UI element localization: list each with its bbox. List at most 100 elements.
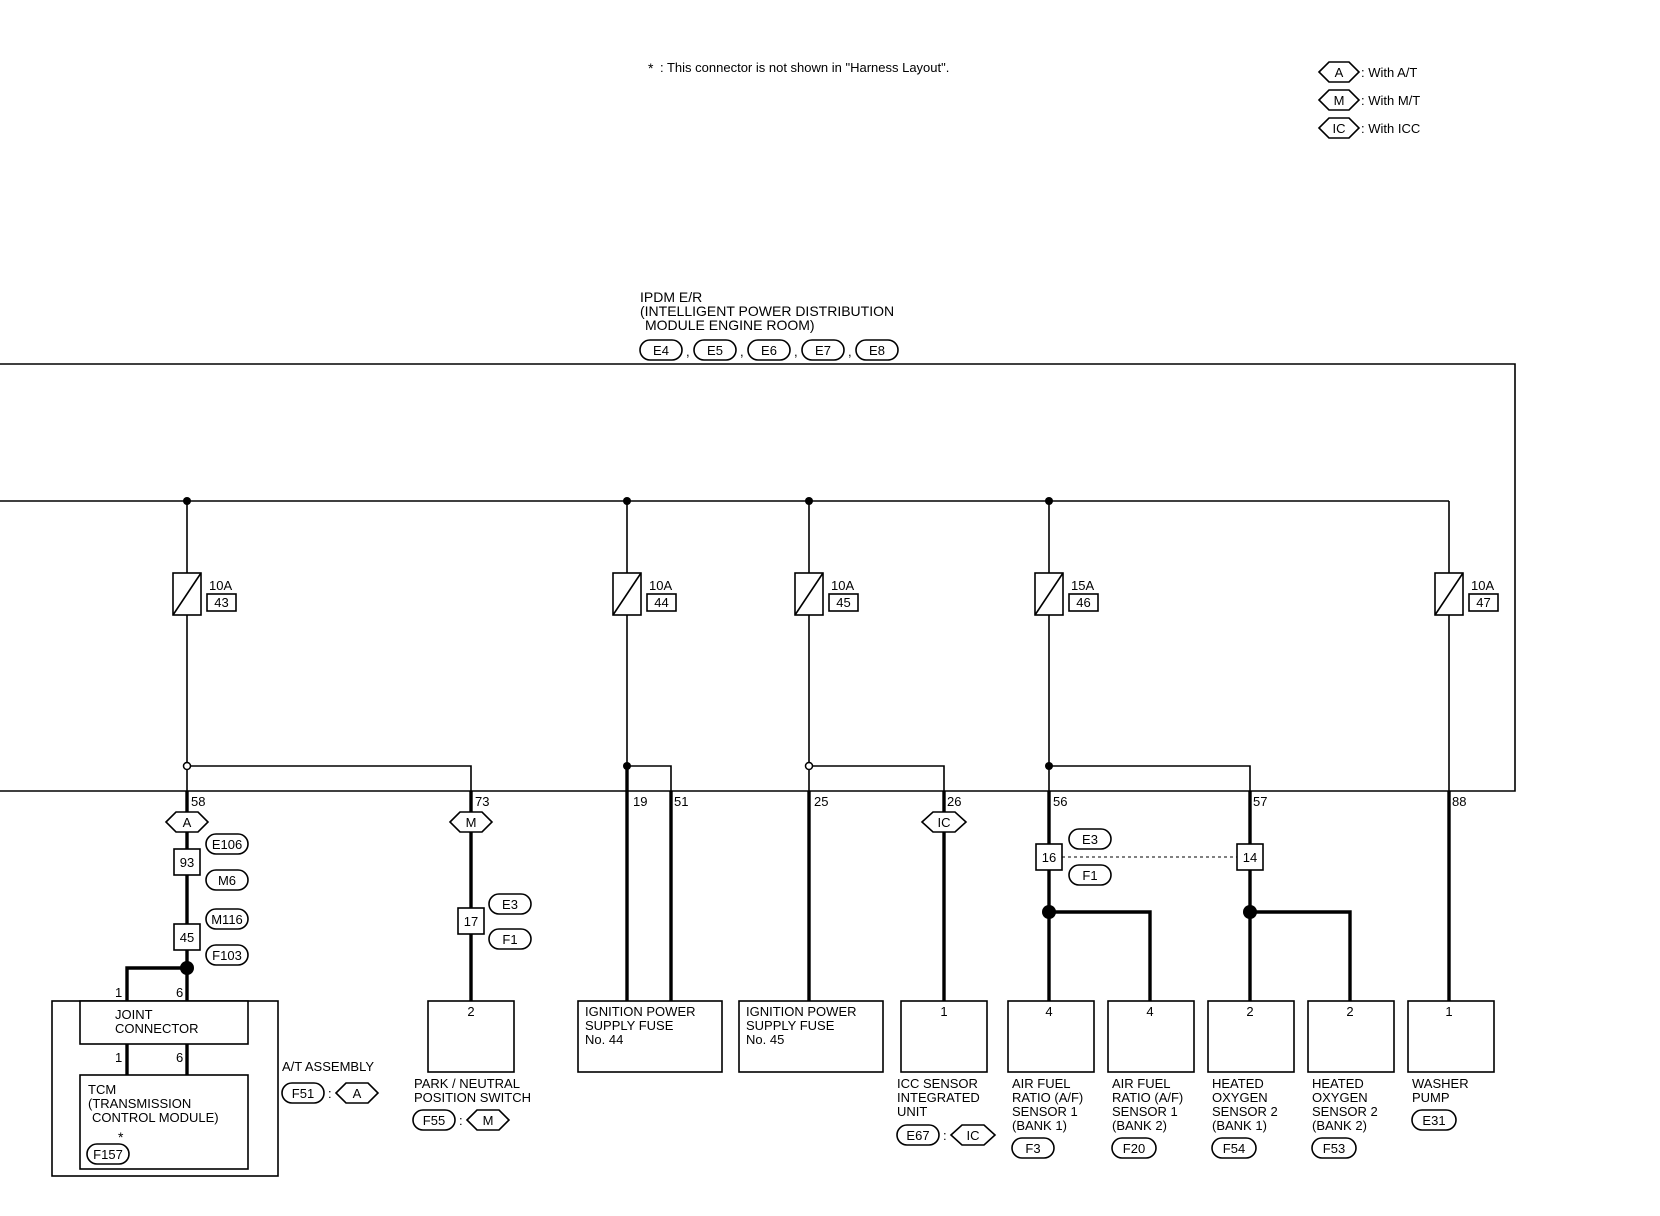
svg-text:F1: F1 (502, 932, 517, 947)
svg-text:M6: M6 (218, 873, 236, 888)
joint-45: 45 M116 F103 (173, 908, 249, 966)
legend-item-mt: M : With M/T (1317, 89, 1420, 111)
icc-sensor-unit: 1 ICC SENSOR INTEGRATED UNIT E67 : IC (896, 1000, 997, 1146)
fuse-number-box (828, 593, 859, 612)
svg-text:F55: F55 (423, 1113, 445, 1128)
svg-text:PARK / NEUTRAL: PARK / NEUTRAL (414, 1076, 520, 1091)
ho2-sensor-bank1: 2 HEATED OXYGEN SENSOR 2 (BANK 1) F54 (1207, 1000, 1295, 1159)
park-neutral-switch: 2 PARK / NEUTRAL POSITION SWITCH F55 : M (412, 1000, 531, 1131)
ignition-fuse-44: IGNITION POWER SUPPLY FUSE No. 44 (577, 1000, 723, 1073)
svg-text:4: 4 (1045, 1004, 1052, 1019)
connector-f53 (1311, 1137, 1357, 1159)
harness-wires (125, 766, 1451, 1001)
svg-text:OXYGEN: OXYGEN (1312, 1090, 1368, 1105)
legend-item-at: A : With A/T (1317, 61, 1417, 83)
joint-16: 16 E3 F1 (1035, 828, 1112, 886)
connector-f103 (205, 944, 249, 966)
svg-text:E3: E3 (502, 897, 518, 912)
connector-e106 (205, 833, 249, 855)
svg-text:58: 58 (191, 794, 205, 809)
svg-text:E106: E106 (212, 837, 242, 852)
svg-text:4: 4 (1146, 1004, 1153, 1019)
svg-text:: With ICC: : With ICC (1361, 121, 1420, 136)
fuse-number-box (646, 593, 677, 612)
connector-e6 (747, 339, 791, 361)
svg-text:F53: F53 (1323, 1141, 1345, 1156)
svg-text:IC: IC (938, 815, 951, 830)
svg-text:RATIO (A/F): RATIO (A/F) (1112, 1090, 1183, 1105)
svg-text:A/T ASSEMBLY: A/T ASSEMBLY (282, 1059, 374, 1074)
svg-text:M: M (483, 1113, 494, 1128)
svg-text:HEATED: HEATED (1212, 1076, 1264, 1091)
legend-tag-shape (1317, 117, 1361, 139)
joint-14: 14 (1236, 843, 1264, 871)
svg-text:: With A/T: : With A/T (1361, 65, 1417, 80)
legend-tag-shape (1317, 61, 1361, 83)
svg-text:E7: E7 (815, 343, 831, 358)
joint-93: 93 E106 M6 (173, 833, 249, 891)
joint-17: 17 E3 F1 (457, 893, 532, 950)
connector-f51 (281, 1082, 325, 1104)
branch-19-51 (627, 765, 672, 791)
svg-text:F20: F20 (1123, 1141, 1145, 1156)
svg-text:57: 57 (1253, 794, 1267, 809)
connector-e7 (801, 339, 845, 361)
svg-text:44: 44 (654, 595, 668, 610)
svg-text:14: 14 (1243, 850, 1257, 865)
svg-text:19: 19 (633, 794, 647, 809)
fuse-45: 10A 45 (794, 572, 859, 616)
harness-note-text: : This connector is not shown in "Harnes… (660, 60, 949, 75)
svg-text:43: 43 (214, 595, 228, 610)
connector-e3 (1068, 828, 1112, 850)
branch-25-26 (809, 765, 945, 791)
washer-pump: 1 WASHER PUMP E31 (1407, 1000, 1495, 1131)
fuse-number-box (206, 593, 237, 612)
svg-text:No. 44: No. 44 (585, 1032, 623, 1047)
connector-e8 (855, 339, 899, 361)
splice-dot (1243, 905, 1257, 919)
connector-e67 (896, 1124, 940, 1146)
svg-text:M116: M116 (211, 912, 243, 927)
svg-text:F1: F1 (1082, 868, 1097, 883)
connector-e5 (693, 339, 737, 361)
svg-text:93: 93 (180, 855, 194, 870)
svg-text:15A: 15A (1071, 578, 1094, 593)
svg-text:(INTELLIGENT POWER DISTRIBUTIO: (INTELLIGENT POWER DISTRIBUTION (640, 303, 894, 319)
svg-text:E8: E8 (869, 343, 885, 358)
tag-mt: M (448, 811, 494, 833)
svg-text:SENSOR 1: SENSOR 1 (1112, 1104, 1178, 1119)
svg-text:TCM: TCM (88, 1082, 116, 1097)
svg-text:1: 1 (115, 985, 122, 1000)
svg-text:F103: F103 (212, 948, 242, 963)
svg-text:M: M (466, 815, 477, 830)
svg-text:MODULE ENGINE ROOM): MODULE ENGINE ROOM) (645, 317, 815, 333)
svg-text:(BANK 2): (BANK 2) (1312, 1118, 1367, 1133)
svg-text:E67: E67 (906, 1128, 929, 1143)
splice-dot (1045, 762, 1053, 770)
svg-text:: With M/T: : With M/T (1361, 93, 1420, 108)
svg-text:IGNITION POWER: IGNITION POWER (746, 1004, 857, 1019)
svg-text:F3: F3 (1025, 1141, 1040, 1156)
af-sensor-bank1: 4 AIR FUEL RATIO (A/F) SENSOR 1 (BANK 1)… (1007, 1000, 1095, 1159)
svg-text:POSITION SWITCH: POSITION SWITCH (414, 1090, 531, 1105)
svg-text:*: * (648, 60, 654, 76)
connector-f1 (488, 928, 532, 950)
svg-text:SENSOR 2: SENSOR 2 (1212, 1104, 1278, 1119)
ipdm-connectors: E4 , E5 , E6 , E7 , E8 (639, 339, 899, 361)
tag-icc: IC (920, 811, 968, 833)
svg-text:46: 46 (1076, 595, 1090, 610)
fuse-46: 15A 46 (1034, 572, 1099, 616)
svg-text:UNIT: UNIT (897, 1104, 927, 1119)
svg-text:A: A (1335, 65, 1344, 80)
svg-text:10A: 10A (831, 578, 854, 593)
svg-text:CONTROL MODULE): CONTROL MODULE) (92, 1110, 219, 1125)
svg-text:IC: IC (967, 1128, 980, 1143)
svg-text:1: 1 (115, 1050, 122, 1065)
connector-m116 (205, 908, 249, 930)
svg-text:E6: E6 (761, 343, 777, 358)
svg-text:45: 45 (180, 930, 194, 945)
fuse-number-box (1068, 593, 1099, 612)
svg-text:E3: E3 (1082, 832, 1098, 847)
svg-text:No. 45: No. 45 (746, 1032, 784, 1047)
svg-text:(BANK 1): (BANK 1) (1212, 1118, 1267, 1133)
